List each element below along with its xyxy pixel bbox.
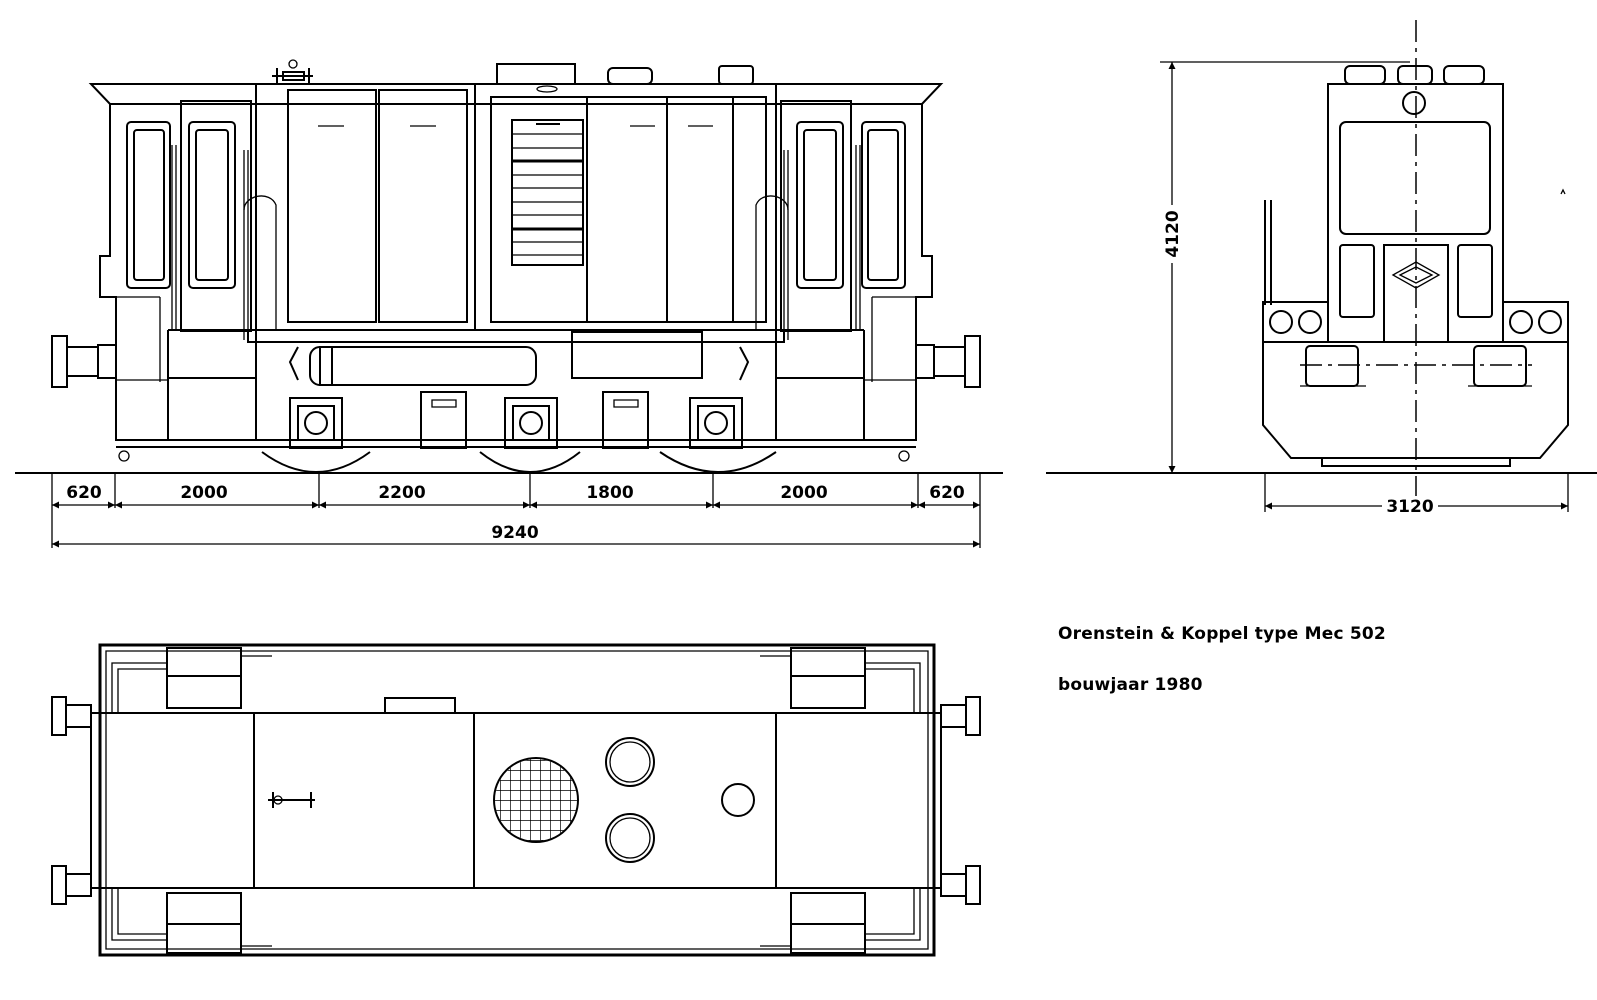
roof-hatch: [497, 64, 575, 84]
dim-2200: 2200: [378, 483, 425, 503]
side-view: 620 2000 2200 1800 2000 620 9240: [15, 60, 1003, 548]
frame: [116, 332, 916, 472]
dim-overall-length: 9240: [491, 523, 538, 543]
left-cab: [52, 101, 276, 440]
top-view: [52, 645, 980, 955]
right-cab: [756, 101, 980, 440]
dim-620-right: 620: [929, 483, 965, 503]
end-view: 4120 3120: [1046, 20, 1597, 517]
roof-horn: [272, 60, 313, 84]
dim-width: 3120: [1386, 497, 1433, 517]
engine-hood: [248, 84, 784, 440]
dim-620-left: 620: [66, 483, 102, 503]
caption-title: Orenstein & Koppel type Mec 502: [1058, 624, 1386, 644]
dim-1800: 1800: [586, 483, 633, 503]
dim-2000-right: 2000: [780, 483, 827, 503]
dim-height: 4120: [1163, 210, 1183, 257]
roof-exhaust: [608, 68, 652, 84]
roof-filter: [719, 66, 753, 84]
side-dimensions: 620 2000 2200 1800 2000 620 9240: [52, 473, 980, 548]
caption-build-year: bouwjaar 1980: [1058, 675, 1203, 695]
dim-2000-left: 2000: [180, 483, 227, 503]
